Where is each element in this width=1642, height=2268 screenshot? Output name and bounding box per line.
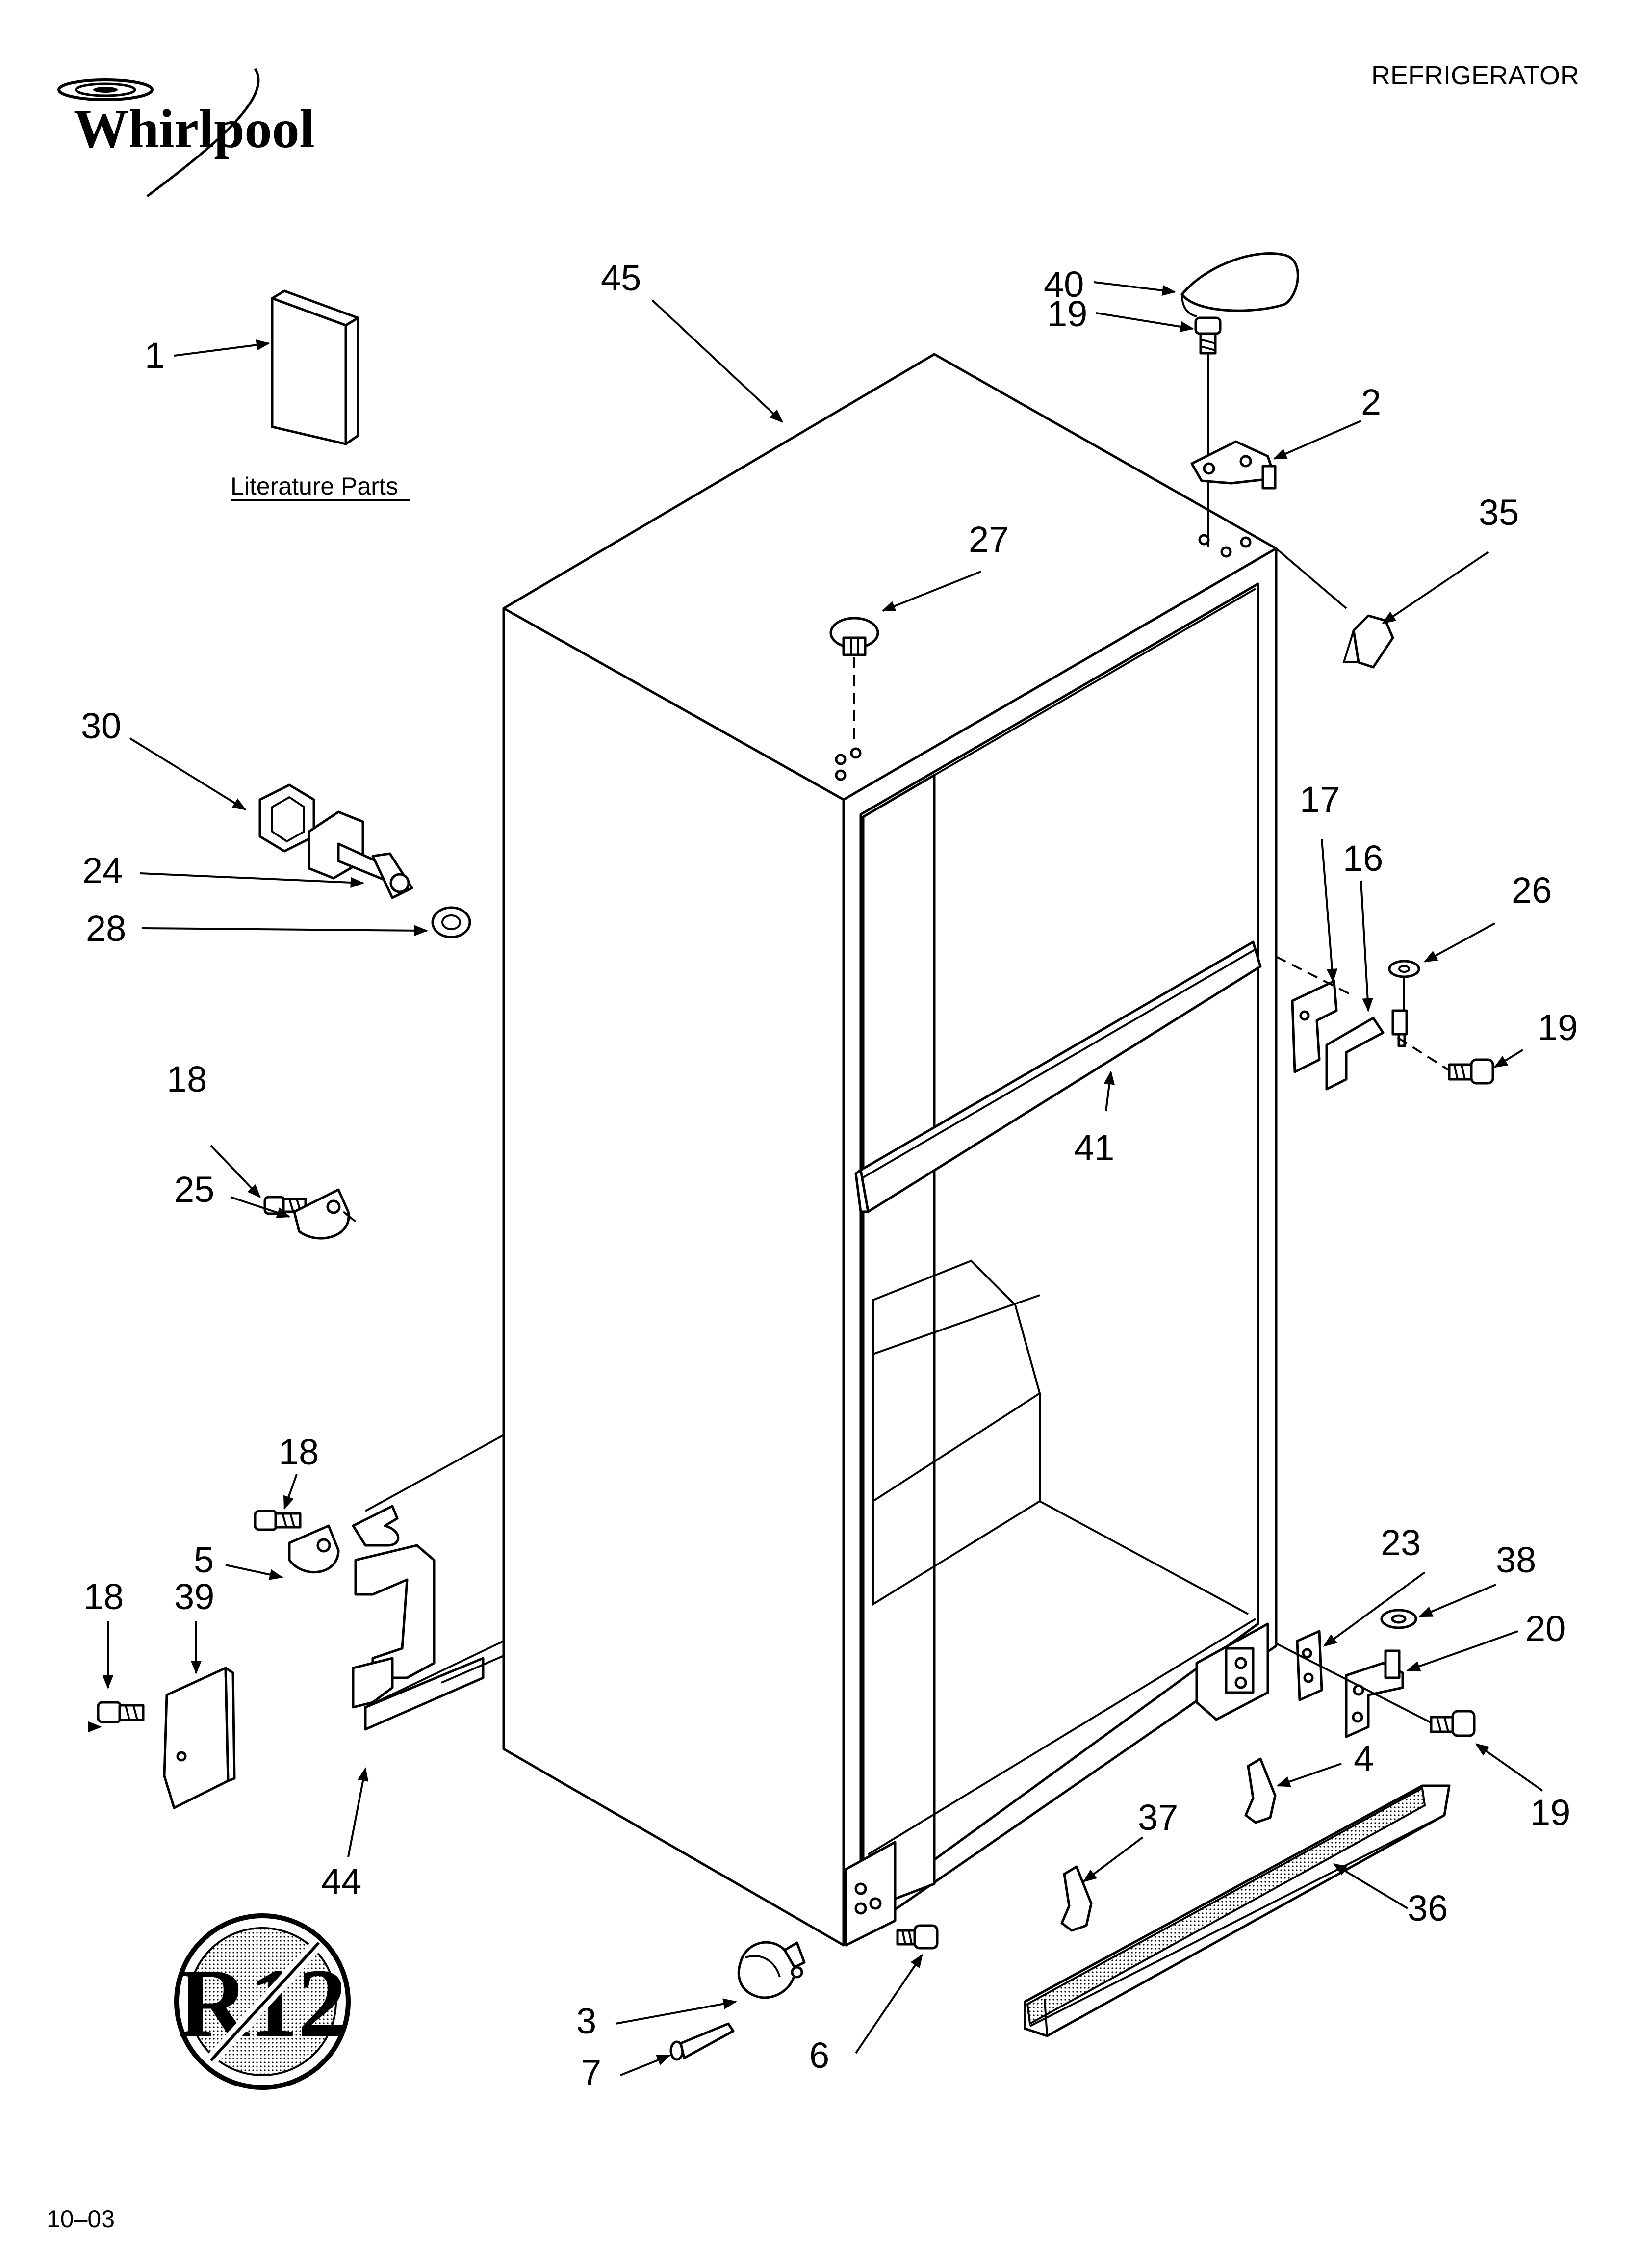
access-cover (163, 1667, 236, 1809)
callout-19-lower: 19 (1530, 1792, 1570, 1833)
base-grille (1024, 1784, 1451, 2037)
callout-39: 39 (174, 1576, 214, 1617)
callout-18-upper: 18 (167, 1059, 207, 1099)
top-hinge (1190, 440, 1277, 490)
callout-36: 36 (1408, 1888, 1448, 1929)
roller-axle-pin (669, 2022, 735, 2061)
callout-3: 3 (576, 2001, 596, 2041)
callout-5: 5 (194, 1539, 214, 1580)
callout-45: 45 (601, 258, 641, 298)
callout-labels: 45 40 19 2 1 35 27 30 17 16 26 24 28 19 … (81, 258, 1578, 2093)
lower-left-screw (254, 1510, 302, 1531)
callout-30: 30 (81, 705, 121, 746)
no-r12-badge: R12 (174, 1913, 351, 2090)
lower-hinge-bracket (1195, 1622, 1269, 1721)
leader-lines (102, 281, 1543, 2076)
callout-17: 17 (1300, 779, 1340, 820)
back-panel-bracket (352, 1434, 504, 1731)
literature-label: Literature Parts (231, 472, 398, 500)
whirlpool-logo: Whirlpool (57, 68, 315, 197)
upper-right-hinge (1291, 980, 1408, 1091)
divider-rail (854, 940, 1262, 1213)
callout-28: 28 (86, 908, 126, 949)
grille-clip-lower (1060, 1865, 1093, 1932)
callout-41: 41 (1074, 1127, 1114, 1168)
callout-23: 23 (1381, 1522, 1421, 1563)
callout-18-lower: 18 (83, 1576, 124, 1617)
callout-1: 1 (145, 335, 165, 376)
upper-hinge-guide (1276, 956, 1354, 997)
callout-16: 16 (1343, 838, 1383, 879)
top-plug-button (829, 617, 879, 656)
tubing-clamp-lower (288, 1524, 340, 1574)
callout-7: 7 (581, 2052, 601, 2093)
callout-19-right: 19 (1538, 1007, 1578, 1048)
callout-18-mid: 18 (279, 1432, 319, 1472)
leveling-roller (737, 1941, 806, 1999)
control-grommet (258, 783, 315, 853)
cover-screw (97, 1701, 145, 1723)
control-shaft (308, 810, 413, 899)
hinge-pin-cap (1342, 614, 1394, 669)
callout-38: 38 (1496, 1539, 1536, 1580)
hinge-bushing-washer (1380, 1609, 1417, 1629)
callout-37: 37 (1138, 1797, 1178, 1838)
shaft-bushing (431, 906, 471, 938)
callout-24: 24 (82, 850, 123, 891)
top-hinge-screw (1194, 316, 1222, 355)
callout-26: 26 (1512, 870, 1552, 911)
callout-35: 35 (1479, 492, 1519, 533)
callout-2: 2 (1361, 382, 1381, 422)
callout-4: 4 (1354, 1738, 1374, 1779)
lower-hinge-guide (1276, 1642, 1435, 1725)
logo-wordmark: Whirlpool (74, 99, 315, 159)
tubing-clamp-upper (293, 1188, 357, 1240)
hinge-cover (1180, 252, 1299, 317)
hinge-shim (1296, 1630, 1323, 1701)
callout-25: 25 (174, 1169, 214, 1210)
right-hinge-screw (1448, 1058, 1494, 1085)
lower-right-screw (1430, 1710, 1476, 1737)
refrigerator-cabinet (502, 353, 1278, 1947)
lower-front-bracket (845, 1841, 897, 1947)
callout-40: 40 (1044, 264, 1084, 305)
callout-44: 44 (321, 1861, 361, 1902)
pin-cap-guide (1275, 547, 1347, 609)
page-heading: REFRIGERATOR (1371, 61, 1579, 90)
callout-20: 20 (1525, 1608, 1565, 1649)
grille-clip-upper (1244, 1757, 1277, 1824)
callout-6: 6 (809, 2035, 829, 2076)
upper-screw-guide (1397, 1037, 1453, 1073)
bracket-screw (896, 1924, 939, 1950)
literature-booklet (271, 289, 359, 445)
callout-27: 27 (969, 519, 1009, 560)
hinge-washer (1388, 960, 1420, 1011)
date-code: 10–03 (47, 2205, 115, 2233)
callout-19-top: 19 (1047, 293, 1087, 334)
